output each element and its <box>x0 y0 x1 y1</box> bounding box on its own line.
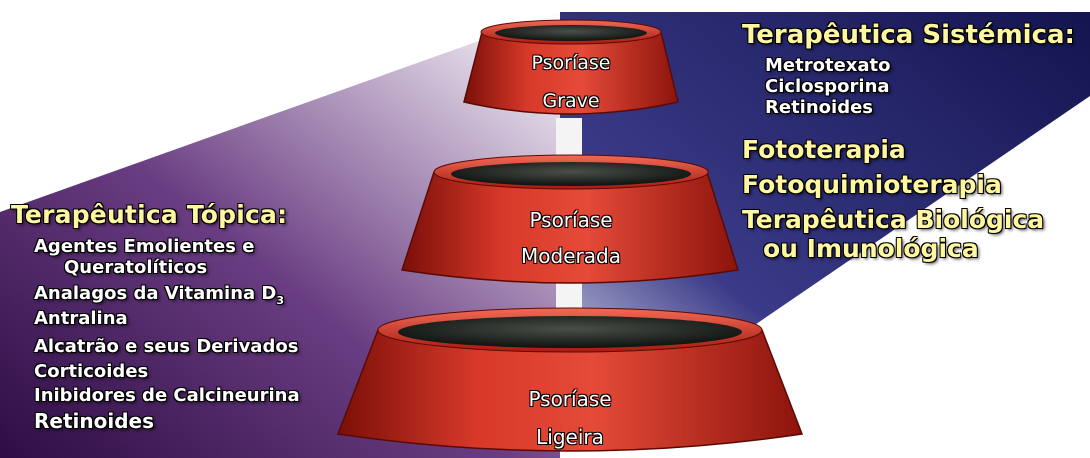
other-therapy: Fototerapia <box>742 135 906 164</box>
topical-item: Inibidores de Calcineurina <box>34 385 300 406</box>
systemic-item: Retinoides <box>765 97 873 118</box>
systemic-item: Metrotexato <box>765 55 891 76</box>
tier-moderate-line1: Psoríase <box>529 208 613 232</box>
tier-moderate-label: Psoríase Moderada <box>470 202 672 274</box>
tier-moderate-line2: Moderada <box>521 244 621 268</box>
topical-item-vitamin-d: Analagos da Vitamina D3 <box>34 284 284 311</box>
systemic-item: Ciclosporina <box>765 76 890 97</box>
other-therapy: Fotoquimioterapia <box>742 170 1002 199</box>
vitamin-subscript: 3 <box>276 294 285 307</box>
topical-item: Antralina <box>34 308 128 329</box>
tier-severe-line2: Grave <box>542 90 600 112</box>
topical-item: Agentes Emolientes e <box>34 236 255 257</box>
systemic-heading: Terapêutica Sistémica: <box>742 20 1075 50</box>
tier-severe-line1: Psoríase <box>531 52 611 74</box>
tier-mild-line2: Ligeira <box>536 425 604 449</box>
tier-severe <box>463 19 679 115</box>
topical-item-vitamin-label: Analagos da Vitamina D <box>34 283 277 304</box>
topical-item: Queratolíticos <box>64 257 208 278</box>
topical-heading: Terapêutica Tópica: <box>11 200 288 229</box>
topical-item: Alcatrão e seus Derivados <box>34 336 299 357</box>
topical-item: Corticoides <box>34 361 149 382</box>
tier-mild-line1: Psoríase <box>528 387 612 411</box>
other-therapy: Terapêutica Biológica <box>742 205 1045 234</box>
tier-moderate <box>401 154 739 284</box>
tier-mild <box>336 307 804 452</box>
other-therapy: ou Imunológica <box>763 234 979 263</box>
tier-severe-label: Psoríase Grave <box>500 44 642 120</box>
tier-mild-label: Psoríase Ligeira <box>470 380 670 456</box>
topical-item: Retinoides <box>34 409 154 433</box>
